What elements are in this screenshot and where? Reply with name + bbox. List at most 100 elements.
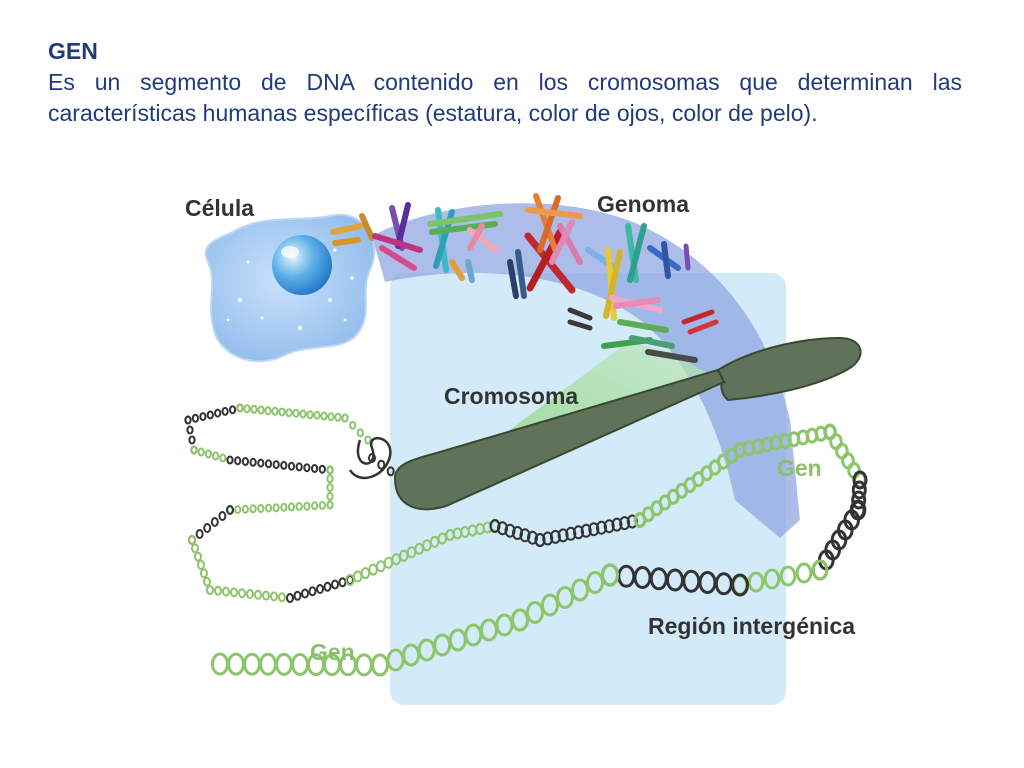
dna-turn xyxy=(191,413,199,423)
dna-turn xyxy=(292,408,300,418)
dna-turn xyxy=(234,456,242,466)
cell-label: Célula xyxy=(185,195,254,221)
dna-turn xyxy=(355,653,373,677)
dna-turn xyxy=(603,519,615,534)
definition-paragraph: Es un segmento de DNA contenido en los c… xyxy=(48,69,962,126)
dna-turn xyxy=(795,562,813,584)
dna-turn xyxy=(210,517,219,527)
dna-turn xyxy=(214,585,222,596)
dna-turn xyxy=(234,505,242,515)
dna-turn xyxy=(278,407,286,417)
dna-turn xyxy=(218,511,227,521)
dna-turn xyxy=(197,560,205,570)
dna-turn xyxy=(542,531,554,546)
dna-turn xyxy=(221,406,229,416)
dna-turn xyxy=(338,577,347,588)
dna-turn xyxy=(203,523,212,533)
dna-turn xyxy=(541,593,559,617)
dna-turn xyxy=(222,586,230,597)
dna-turn xyxy=(519,528,531,543)
dna-turn xyxy=(272,460,280,470)
cell-dots xyxy=(226,248,354,330)
dna-turn xyxy=(184,415,192,425)
dna-turn xyxy=(293,590,302,601)
dna-turn xyxy=(318,464,326,474)
chromosome-set-icon xyxy=(330,193,719,363)
dna-turn xyxy=(556,586,574,609)
dna-turn xyxy=(557,528,569,543)
dna-turn xyxy=(226,505,234,515)
dna-turn xyxy=(227,652,245,676)
dna-turn xyxy=(360,567,371,580)
dna-turn xyxy=(272,503,280,513)
dna-turn xyxy=(352,570,363,583)
dna-turn xyxy=(580,523,592,538)
dna-turn xyxy=(368,563,378,576)
dna-turn xyxy=(326,465,334,475)
dna-turn xyxy=(206,585,214,595)
dna-turn xyxy=(250,404,258,414)
dna-turn xyxy=(364,435,372,445)
dna-turn xyxy=(278,592,286,603)
dna-helix-icon xyxy=(184,403,868,677)
dna-turn xyxy=(326,474,334,484)
dna-turn xyxy=(565,526,577,541)
dna-turn xyxy=(779,565,797,587)
dna-turn xyxy=(526,601,544,624)
dna-turn xyxy=(299,409,307,419)
dna-turn xyxy=(204,449,212,459)
dna-turn xyxy=(306,410,314,420)
dna-turn xyxy=(308,586,317,597)
dna-turn xyxy=(259,652,277,676)
dna-turn xyxy=(596,520,607,535)
dna-turn xyxy=(811,559,829,581)
dna-turn xyxy=(504,523,516,538)
dna-turn xyxy=(346,575,354,585)
dna-turn xyxy=(257,504,265,513)
dna-turn xyxy=(264,503,273,513)
dna-turn xyxy=(200,568,208,579)
chromosome-body xyxy=(393,336,862,511)
dna-turn xyxy=(264,459,273,469)
gene-label-bottom: Gen xyxy=(310,639,355,665)
dna-turn xyxy=(386,466,395,477)
dna-turn xyxy=(194,551,202,562)
dna-turn xyxy=(601,563,619,587)
dna-turn xyxy=(851,490,867,510)
dna-turn xyxy=(191,543,199,554)
dna-turn xyxy=(257,458,265,468)
dna-turn xyxy=(371,653,389,677)
dna-turn xyxy=(851,480,867,500)
dna-turn xyxy=(303,463,311,473)
dna-turn xyxy=(534,533,546,547)
dna-turn xyxy=(241,504,249,514)
dna-turn xyxy=(497,521,508,536)
dna-turn xyxy=(318,500,326,510)
dna-turn xyxy=(313,410,321,420)
dna-turn xyxy=(262,590,270,601)
dna-turn xyxy=(249,457,257,467)
dna-turn xyxy=(219,453,227,463)
dna-turn xyxy=(326,483,334,492)
dna-turn xyxy=(747,571,765,593)
dna-turn xyxy=(190,445,198,455)
gene-label-right: Gen xyxy=(777,455,822,481)
dna-turn xyxy=(571,578,589,602)
dna-turn xyxy=(254,589,262,600)
dna-turn xyxy=(356,428,364,438)
dna-turn xyxy=(257,405,265,415)
dna-turn xyxy=(303,501,311,511)
dna-turn xyxy=(249,504,257,514)
dna-turn xyxy=(326,500,334,510)
dna-turn xyxy=(285,408,293,418)
dna-turn xyxy=(512,526,523,540)
dna-turn xyxy=(327,412,335,422)
dna-turn xyxy=(211,652,229,676)
dna-turn xyxy=(295,462,303,472)
genome-label: Genoma xyxy=(597,191,689,217)
text-block: GEN Es un segmento de DNA contenido en l… xyxy=(48,36,962,129)
dna-turn xyxy=(241,457,249,466)
dna-turn xyxy=(349,420,357,430)
dna-turn xyxy=(852,470,868,490)
